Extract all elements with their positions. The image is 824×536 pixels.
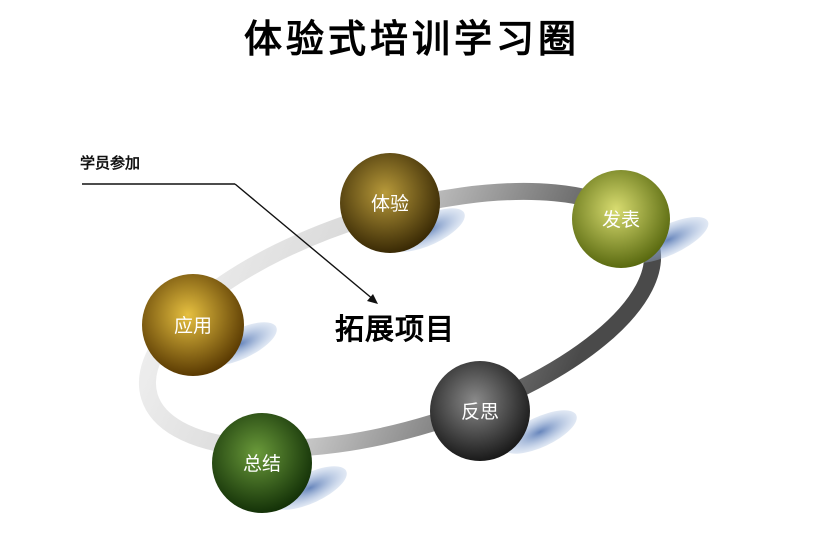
diagram-title: 体验式培训学习圈 [243, 16, 580, 61]
node-publish: 发表 [572, 170, 670, 268]
node-label: 总结 [243, 453, 281, 475]
participant-arrow [82, 183, 378, 304]
participant-label: 学员参加 [80, 154, 141, 172]
node-apply: 应用 [142, 274, 244, 376]
node-label: 应用 [174, 315, 212, 337]
node-summarize: 总结 [212, 413, 312, 513]
node-label: 反思 [461, 401, 499, 423]
node-experience: 体验 [340, 153, 440, 253]
node-label: 体验 [371, 193, 409, 215]
node-reflect: 反思 [430, 361, 530, 461]
center-label: 拓展项目 [335, 312, 456, 346]
node-shadow [503, 410, 577, 454]
node-label: 发表 [602, 209, 640, 231]
